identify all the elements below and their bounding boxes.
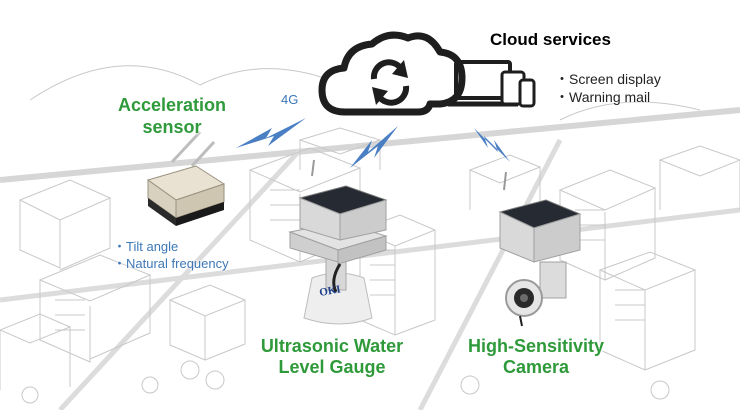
network-label: 4G [281, 92, 299, 107]
acceleration-sensor-device [146, 130, 226, 226]
list-item: ・Natural frequency [113, 256, 229, 271]
ultrasonic-gauge-device [288, 159, 388, 325]
cloud-feature-list: ・Screen display ・Warning mail [555, 70, 661, 106]
list-item: ・Tilt angle [113, 239, 179, 254]
cloud-sync-icon [318, 31, 466, 116]
list-item: ・Screen display [555, 71, 661, 87]
ultrasonic-gauge-title: Ultrasonic Water Level Gauge [260, 336, 404, 377]
oki-logo: OKI [318, 283, 341, 299]
camera-device [498, 171, 582, 327]
acceleration-feature-list: ・Tilt angle ・Natural frequency [113, 238, 229, 272]
wireless-bolt-icons [236, 118, 510, 168]
devices-icon [448, 60, 536, 108]
cloud-services-title: Cloud services [490, 30, 611, 49]
acceleration-sensor-title: Acceleration sensor [117, 95, 227, 137]
list-item: ・Warning mail [555, 89, 651, 105]
camera-title: High-Sensitivity Camera [467, 336, 605, 377]
